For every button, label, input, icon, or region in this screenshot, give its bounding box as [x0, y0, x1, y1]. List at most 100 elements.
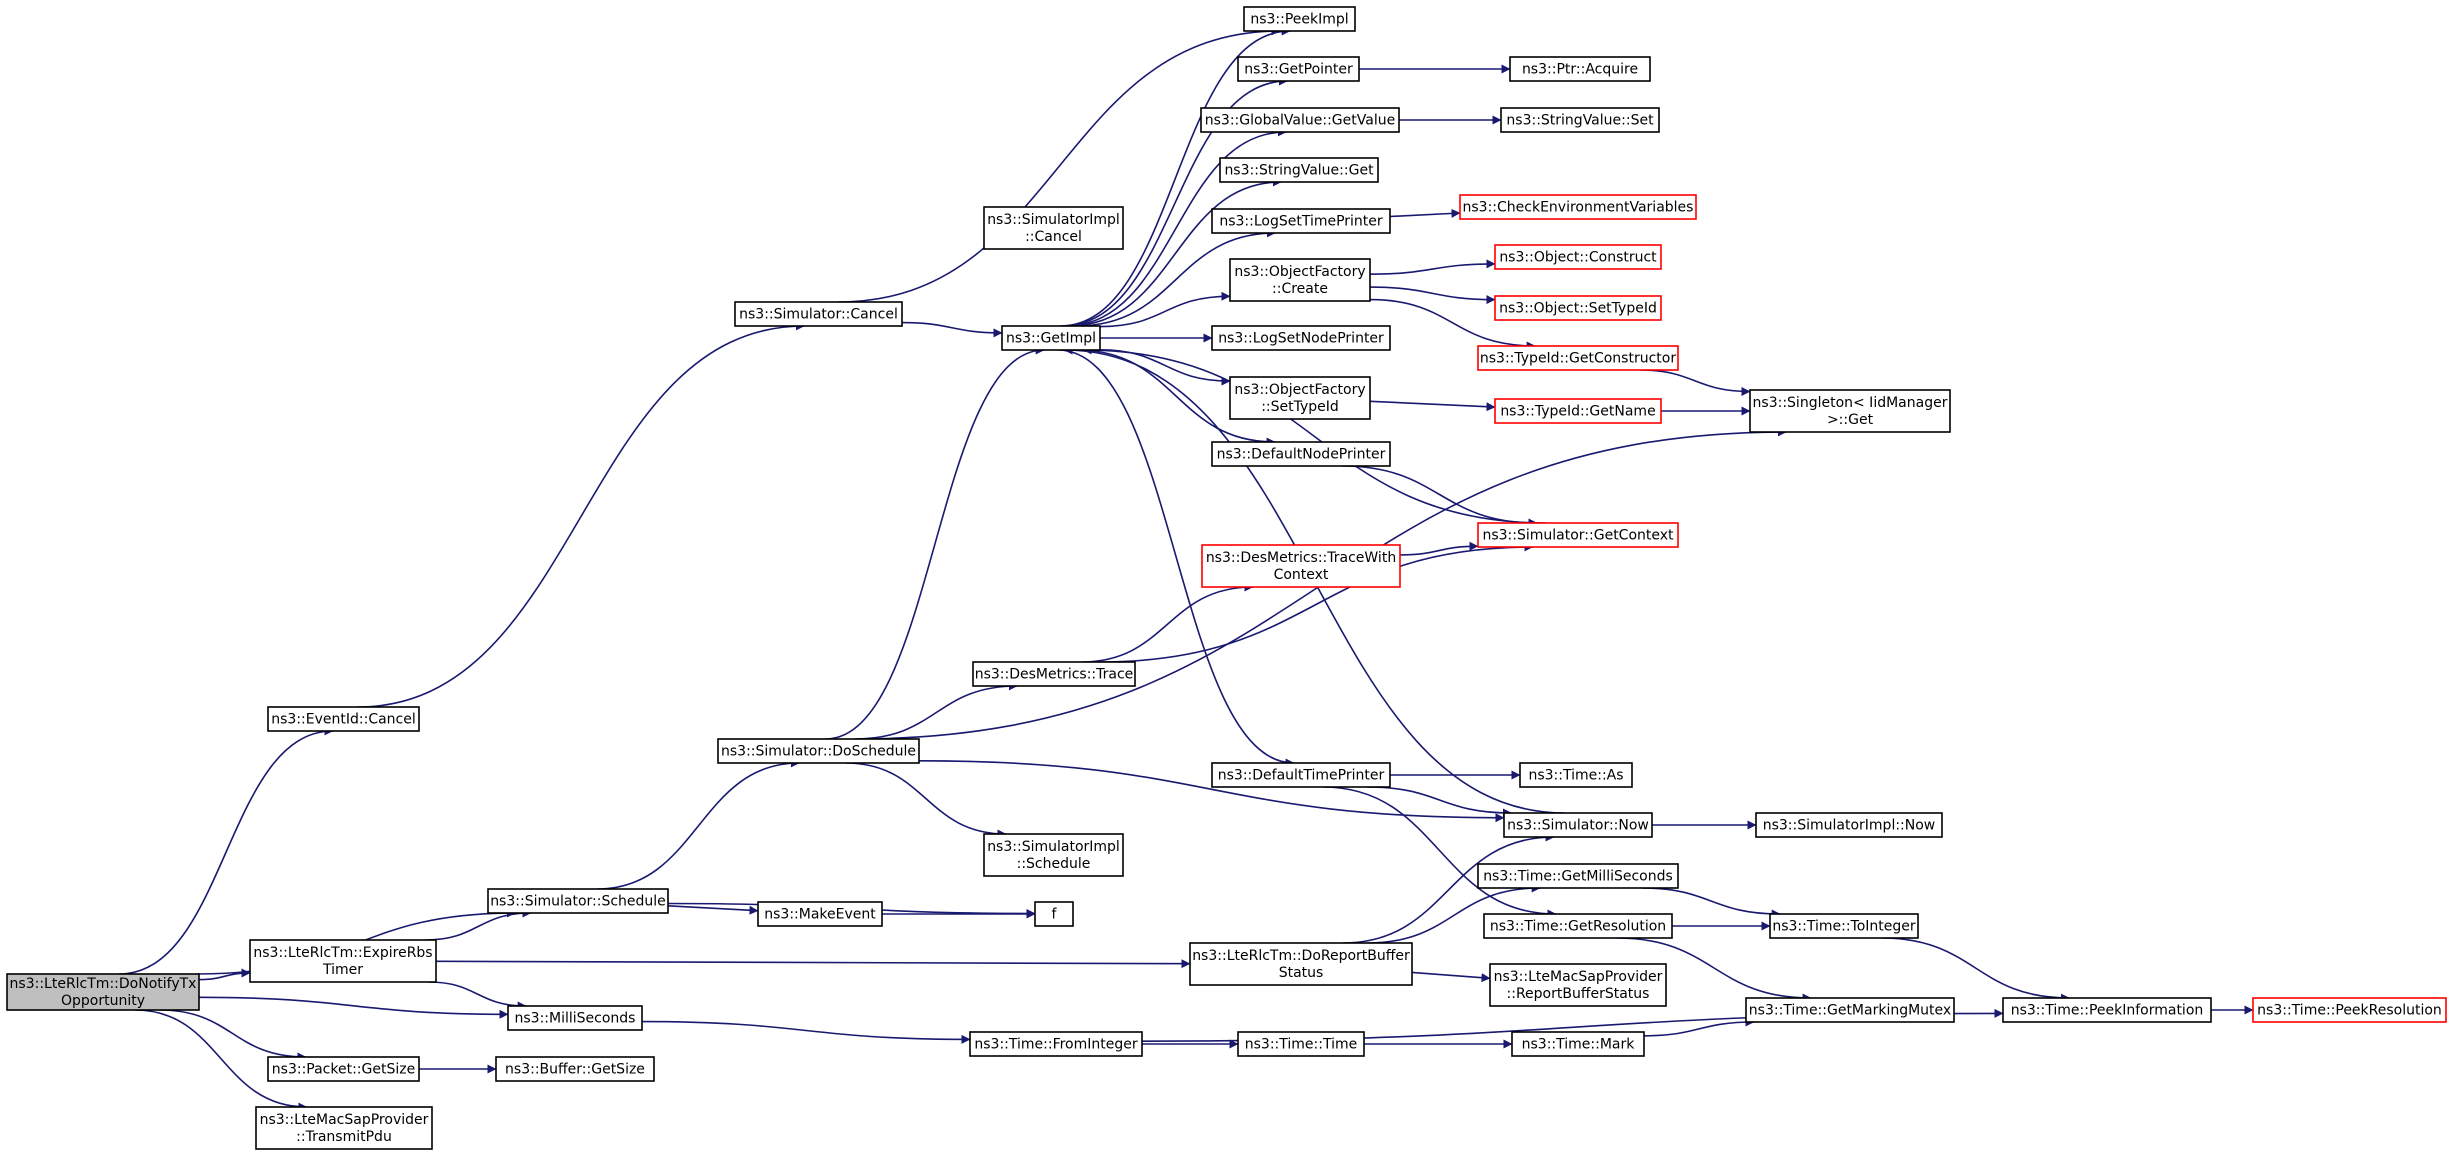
- call-edge-getimpl-to-logsettimeprinter: [1076, 228, 1276, 327]
- node-label: ns3::Simulator::Now: [1507, 818, 1649, 834]
- function-node-time-getmilliseconds[interactable]: ns3::Time::GetMilliSeconds: [1477, 863, 1679, 889]
- call-edge-sim_cancel-to-peekimpl: [838, 26, 1281, 303]
- function-node-sim-getcontext[interactable]: ns3::Simulator::GetContext: [1477, 522, 1679, 548]
- call-edge-defaulttimeprinter-to-time_getresolution: [1322, 786, 1557, 919]
- function-node-sim-doschedule[interactable]: ns3::Simulator::DoSchedule: [717, 738, 920, 764]
- function-node-ptr-acquire[interactable]: ns3::Ptr::Acquire: [1509, 56, 1651, 82]
- call-edge-root-to-packet_getsize: [159, 1009, 307, 1062]
- node-box: [1745, 997, 1955, 1023]
- function-node-obj-construct[interactable]: ns3::Object::Construct: [1494, 244, 1662, 270]
- node-box: [969, 1031, 1143, 1057]
- function-node-sim-cancel[interactable]: ns3::Simulator::Cancel: [734, 301, 903, 327]
- function-node-sim-schedule[interactable]: ns3::Simulator::Schedule: [487, 888, 669, 914]
- node-box: [734, 301, 903, 327]
- call-edge-milliseconds-to-time_frominteger: [641, 1020, 971, 1044]
- function-node-defaulttimeprinter[interactable]: ns3::DefaultTimePrinter: [1211, 762, 1391, 788]
- call-edge-doreportbuffer-to-ltemacsap_report: [1411, 971, 1491, 983]
- function-node-getimpl[interactable]: ns3::GetImpl: [1001, 325, 1101, 351]
- function-node-f[interactable]: f: [1034, 901, 1074, 927]
- function-node-typeid-getconstructor[interactable]: ns3::TypeId::GetConstructor: [1477, 345, 1679, 371]
- function-node-sv-set[interactable]: ns3::StringValue::Set: [1500, 107, 1660, 133]
- node-box: [1511, 1031, 1645, 1057]
- function-node-ltemacsap-report[interactable]: ns3::LteMacSapProvider::ReportBufferStat…: [1489, 963, 1667, 1007]
- function-node-time-peekresolution[interactable]: ns3::Time::PeekResolution: [2252, 997, 2447, 1023]
- call-edge-time_tointeger-to-time_peekinformation: [1881, 937, 2070, 1003]
- node-label: ns3::LteRlcTm::DoNotifyTx: [10, 976, 197, 992]
- function-node-ltemacsap-transmit[interactable]: ns3::LteMacSapProvider::TransmitPdu: [255, 1106, 433, 1150]
- node-label: ns3::LteRlcTm::ExpireRbs: [253, 945, 432, 961]
- function-node-eventid-cancel[interactable]: ns3::EventId::Cancel: [267, 706, 420, 732]
- node-label: ns3::Simulator::Cancel: [739, 307, 898, 323]
- node-label: ns3::TypeId::GetConstructor: [1480, 351, 1676, 367]
- function-node-getpointer[interactable]: ns3::GetPointer: [1237, 56, 1360, 82]
- function-node-logsettimeprinter[interactable]: ns3::LogSetTimePrinter: [1211, 208, 1391, 234]
- function-node-simimpl-cancel[interactable]: ns3::SimulatorImpl::Cancel: [983, 206, 1124, 250]
- function-node-buffer-getsize[interactable]: ns3::Buffer::GetSize: [495, 1056, 655, 1082]
- call-edge-sim_schedule-to-makeevent: [667, 905, 759, 915]
- function-node-time-frominteger[interactable]: ns3::Time::FromInteger: [969, 1031, 1143, 1057]
- node-box: [495, 1056, 655, 1082]
- node-label: ns3::LogSetTimePrinter: [1219, 214, 1383, 230]
- call-edge-sim_doschedule-to-getimpl: [825, 345, 1045, 740]
- function-node-time-time[interactable]: ns3::Time::Time: [1237, 1031, 1365, 1057]
- call-edge-desmetrics_trace-to-sim_getcontext: [1099, 542, 1534, 663]
- function-node-time-tointeger[interactable]: ns3::Time::ToInteger: [1769, 913, 1919, 939]
- function-node-of-settypeid[interactable]: ns3::ObjectFactory::SetTypeId: [1229, 376, 1371, 420]
- node-box: [2252, 997, 2447, 1023]
- node-box: [983, 833, 1124, 877]
- node-box: [717, 738, 920, 764]
- node-box: [267, 706, 420, 732]
- function-node-sim-now[interactable]: ns3::Simulator::Now: [1503, 812, 1653, 838]
- node-label: ns3::GetImpl: [1006, 331, 1096, 347]
- node-label: ns3::Time::Mark: [1522, 1037, 1636, 1053]
- node-box: [1494, 244, 1662, 270]
- function-node-defaultnodeprinter[interactable]: ns3::DefaultNodePrinter: [1211, 441, 1391, 467]
- function-node-logsetnodeprinter[interactable]: ns3::LogSetNodePrinter: [1211, 325, 1391, 351]
- function-node-time-getresolution[interactable]: ns3::Time::GetResolution: [1483, 913, 1673, 939]
- function-node-simimpl-now[interactable]: ns3::SimulatorImpl::Now: [1755, 812, 1943, 838]
- function-node-of-create[interactable]: ns3::ObjectFactory::Create: [1229, 258, 1371, 302]
- function-node-obj-settypeid[interactable]: ns3::Object::SetTypeId: [1494, 295, 1662, 321]
- node-box: [1237, 1031, 1365, 1057]
- function-node-makeevent[interactable]: ns3::MakeEvent: [757, 901, 883, 927]
- node-label: ns3::Time::FromInteger: [974, 1037, 1137, 1053]
- node-label: Status: [1279, 965, 1324, 981]
- function-node-simimpl-schedule[interactable]: ns3::SimulatorImpl::Schedule: [983, 833, 1124, 877]
- node-label: ns3::PeekImpl: [1250, 12, 1348, 28]
- function-node-milliseconds[interactable]: ns3::MilliSeconds: [507, 1005, 643, 1031]
- node-box: [1211, 762, 1391, 788]
- node-box: [1237, 56, 1360, 82]
- function-node-time-getmarkingmutex[interactable]: ns3::Time::GetMarkingMutex: [1745, 997, 1955, 1023]
- node-label: ns3::Simulator::Schedule: [490, 894, 666, 910]
- function-node-gv-getvalue[interactable]: ns3::GlobalValue::GetValue: [1200, 107, 1400, 133]
- node-label: ns3::CheckEnvironmentVariables: [1463, 200, 1694, 216]
- node-box: [1494, 295, 1662, 321]
- function-node-typeid-getname[interactable]: ns3::TypeId::GetName: [1494, 398, 1662, 424]
- node-box: [1749, 389, 1951, 433]
- function-node-time-peekinformation[interactable]: ns3::Time::PeekInformation: [2002, 997, 2212, 1023]
- function-node-desmetrics-trace[interactable]: ns3::DesMetrics::Trace: [972, 661, 1136, 687]
- node-label: ns3::SimulatorImpl::Now: [1763, 818, 1936, 834]
- node-label: ns3::StringValue::Get: [1224, 163, 1374, 179]
- function-node-sv-get[interactable]: ns3::StringValue::Get: [1219, 157, 1379, 183]
- function-node-peekimpl[interactable]: ns3::PeekImpl: [1243, 6, 1356, 32]
- node-label: ns3::SimulatorImpl: [987, 839, 1120, 855]
- node-box: [1519, 762, 1633, 788]
- node-label: ns3::EventId::Cancel: [271, 712, 416, 728]
- node-label: ns3::GetPointer: [1244, 62, 1353, 78]
- call-edge-getimpl-to-of_create: [1099, 291, 1231, 328]
- function-node-checkenv[interactable]: ns3::CheckEnvironmentVariables: [1459, 194, 1697, 220]
- node-box: [1477, 522, 1679, 548]
- function-node-time-mark[interactable]: ns3::Time::Mark: [1511, 1031, 1645, 1057]
- call-edge-time_getresolution-to-time_getmarkingmutex: [1616, 937, 1812, 1003]
- call-edge-getimpl-to-getpointer: [1061, 76, 1288, 327]
- function-node-packet-getsize[interactable]: ns3::Packet::GetSize: [267, 1056, 420, 1082]
- function-node-time-as[interactable]: ns3::Time::As: [1519, 762, 1633, 788]
- function-node-singleton-get[interactable]: ns3::Singleton< IidManager>::Get: [1749, 389, 1951, 433]
- node-label: ns3::Time::GetMilliSeconds: [1483, 869, 1673, 885]
